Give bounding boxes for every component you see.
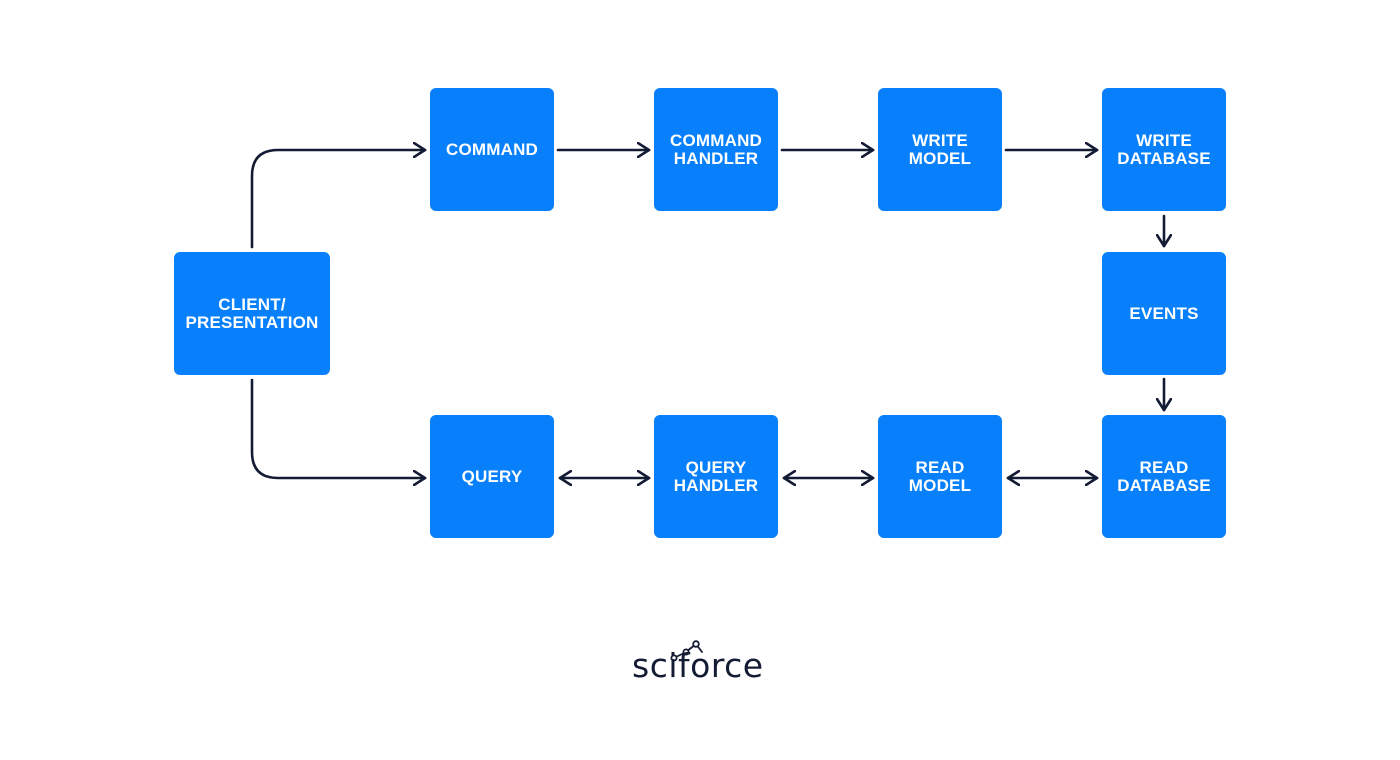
node-write-model: WRITE MODEL [878, 88, 1002, 211]
node-label: WRITE MODEL [908, 130, 972, 168]
edge-client-to-command [250, 150, 427, 249]
node-command: COMMAND [430, 88, 554, 211]
node-client-presentation: CLIENT/ PRESENTATION [174, 252, 330, 375]
node-label: READ DATABASE [1117, 457, 1211, 495]
sciforce-logo: sciforce [620, 636, 780, 692]
node-label: QUERY HANDLER [673, 457, 759, 495]
node-label: CLIENT/ PRESENTATION [185, 294, 319, 332]
node-query-handler: QUERY HANDLER [654, 415, 778, 538]
node-label: COMMAND [445, 139, 539, 159]
logo-text: sciforce [632, 646, 764, 685]
node-query: QUERY [430, 415, 554, 538]
node-label: WRITE DATABASE [1117, 130, 1211, 168]
logo-mark-icon [670, 640, 703, 662]
node-read-database: READ DATABASE [1102, 415, 1226, 538]
edge-client-to-query [250, 378, 427, 478]
node-command-handler: COMMAND HANDLER [654, 88, 778, 211]
node-write-database: WRITE DATABASE [1102, 88, 1226, 211]
node-read-model: READ MODEL [878, 415, 1002, 538]
node-events: EVENTS [1102, 252, 1226, 375]
node-label: READ MODEL [908, 457, 972, 495]
node-label: EVENTS [1129, 303, 1199, 323]
node-label: COMMAND HANDLER [669, 130, 763, 168]
node-label: QUERY [461, 466, 523, 486]
